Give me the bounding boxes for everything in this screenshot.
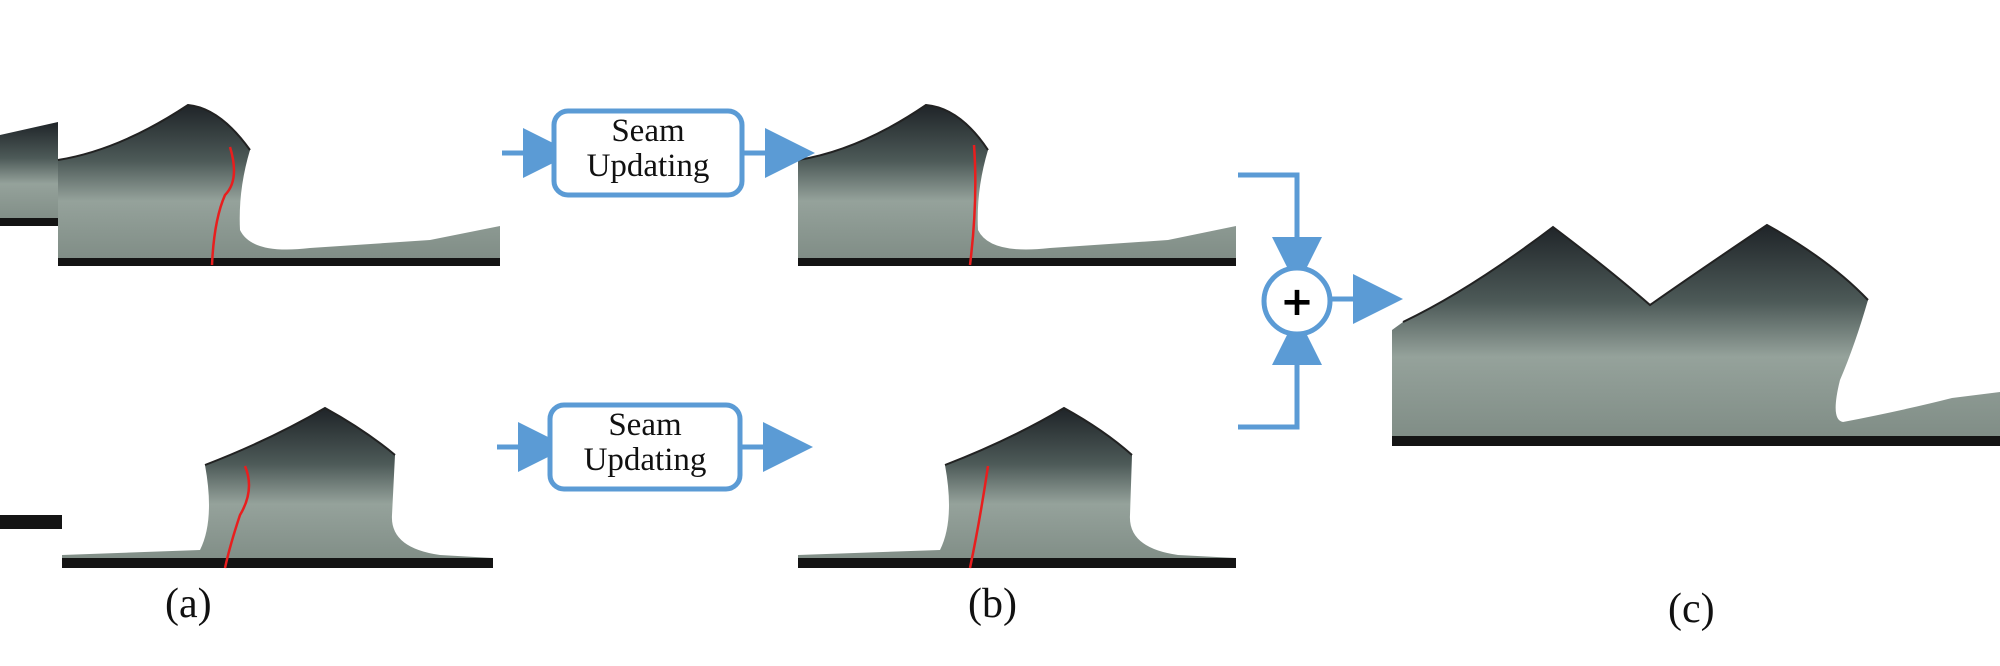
seam-label-top-line2: Updating xyxy=(586,147,710,184)
input-image-top-left-partial xyxy=(0,122,58,226)
caption-b: (b) xyxy=(968,581,1017,627)
seam-line-top-updated xyxy=(968,144,977,266)
seam-line-bottom-updated xyxy=(968,465,990,569)
connector-top-to-fusion xyxy=(1238,172,1322,287)
input-image-bottom xyxy=(62,406,493,569)
caption-c: (c) xyxy=(1668,586,1715,632)
updated-image-bottom xyxy=(798,406,1236,569)
updated-image-top xyxy=(797,103,1236,266)
caption-a: (a) xyxy=(165,581,212,627)
seam-updating-label-bottom: Seam Updating xyxy=(554,408,736,477)
seam-line-top-initial xyxy=(210,146,236,266)
stitched-result-image xyxy=(1392,223,2000,446)
fusion-node xyxy=(1261,265,1333,337)
seam-updating-box-bottom xyxy=(547,402,743,492)
input-image-top xyxy=(57,103,500,266)
seam-updating-label-top: Seam Updating xyxy=(558,114,738,183)
seam-label-top-line1: Seam xyxy=(611,113,685,149)
seam-label-bottom-line1: Seam xyxy=(608,407,682,443)
plus-icon: + xyxy=(1280,279,1314,325)
seam-updating-box-top xyxy=(551,108,745,198)
seam-label-bottom-line2: Updating xyxy=(583,441,707,478)
input-image-bottom-left-partial xyxy=(0,515,62,529)
seam-line-bottom-initial xyxy=(223,465,251,569)
connector-bottom-to-fusion xyxy=(1238,315,1322,430)
